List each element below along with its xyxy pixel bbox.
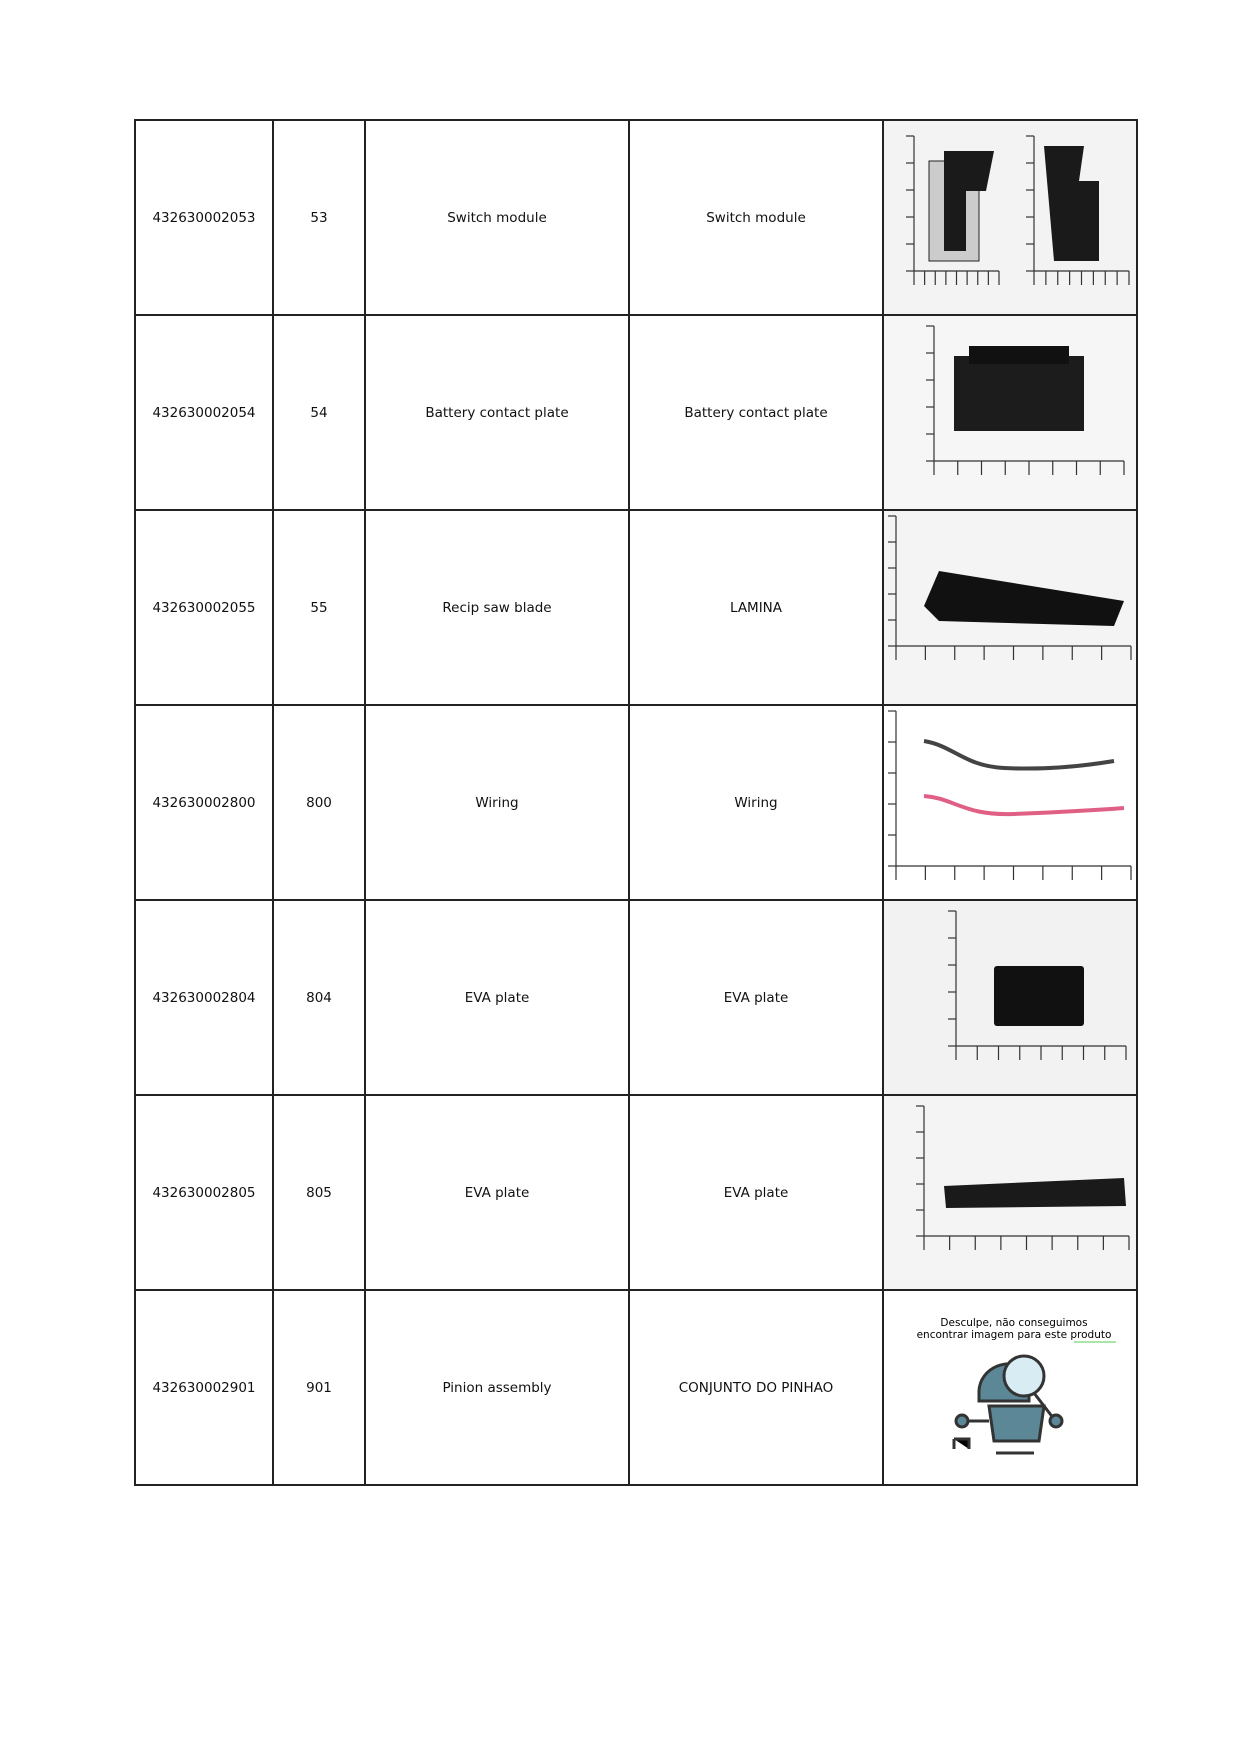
- description-en: EVA plate: [364, 1094, 630, 1291]
- part-code: 432630002901: [134, 1289, 274, 1486]
- description-pt: Wiring: [628, 704, 884, 901]
- description-en: Recip saw blade: [364, 509, 630, 706]
- description-pt: EVA plate: [628, 1094, 884, 1291]
- placeholder-line1: Desculpe, não conseguimos: [940, 1317, 1087, 1329]
- position-number: 805: [272, 1094, 366, 1291]
- description-pt: EVA plate: [628, 899, 884, 1096]
- part-code: 432630002053: [134, 119, 274, 316]
- description-en: Battery contact plate: [364, 314, 630, 511]
- robot-magnifier-icon: [952, 1354, 1064, 1455]
- part-code: 432630002055: [134, 509, 274, 706]
- description-pt: Switch module: [628, 119, 884, 316]
- description-en: Wiring: [364, 704, 630, 901]
- part-code: 432630002804: [134, 899, 274, 1096]
- position-number: 54: [272, 314, 366, 511]
- eva-strip-photo: [882, 1094, 1138, 1291]
- description-en: Pinion assembly: [364, 1289, 630, 1486]
- position-number: 53: [272, 119, 366, 316]
- position-number: 901: [272, 1289, 366, 1486]
- battery-contact-plate-photo: [882, 314, 1138, 511]
- eva-plate-photo: [882, 899, 1138, 1096]
- position-number: 804: [272, 899, 366, 1096]
- position-number: 55: [272, 509, 366, 706]
- part-code: 432630002054: [134, 314, 274, 511]
- description-pt: LAMINA: [628, 509, 884, 706]
- description-pt: CONJUNTO DO PINHAO: [628, 1289, 884, 1486]
- description-en: Switch module: [364, 119, 630, 316]
- wiring-photo: [882, 704, 1138, 901]
- description-pt: Battery contact plate: [628, 314, 884, 511]
- position-number: 800: [272, 704, 366, 901]
- description-en: EVA plate: [364, 899, 630, 1096]
- part-code: 432630002805: [134, 1094, 274, 1291]
- saw-blade-photo: [882, 509, 1138, 706]
- switch-module-photo: [882, 119, 1138, 316]
- placeholder-line2: encontrar imagem para este produto: [917, 1329, 1112, 1341]
- part-code: 432630002800: [134, 704, 274, 901]
- no-image-placeholder: Desculpe, não conseguimos encontrar imag…: [882, 1289, 1138, 1486]
